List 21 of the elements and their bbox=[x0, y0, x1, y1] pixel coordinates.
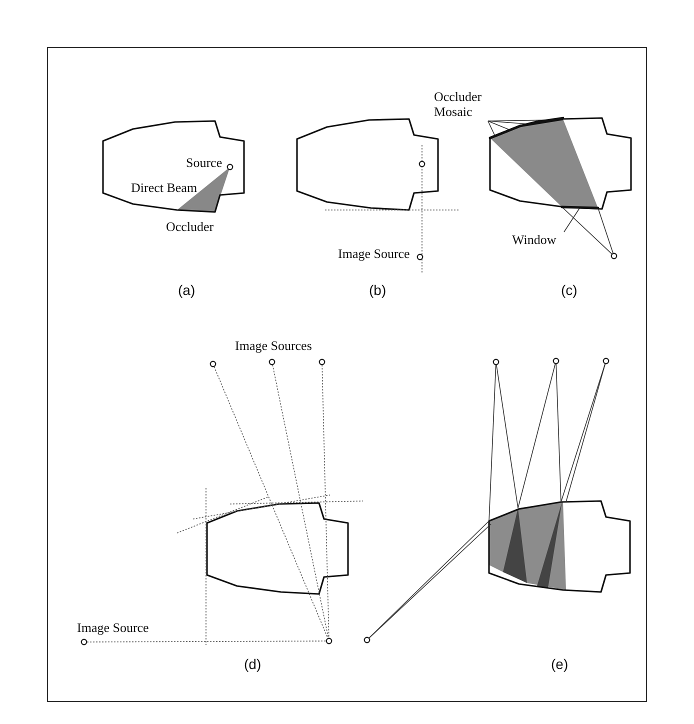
annotation-text: Image Source bbox=[77, 620, 149, 635]
wall-segment bbox=[498, 124, 522, 136]
leader-line bbox=[564, 207, 580, 232]
leader-line bbox=[488, 120, 510, 130]
panel-label: (a) bbox=[178, 282, 196, 298]
panel-label: (d) bbox=[244, 656, 262, 672]
callout-text: Occluder Mosaic bbox=[434, 89, 488, 119]
panel-label: (e) bbox=[551, 656, 568, 672]
callout-text: Window bbox=[512, 232, 564, 247]
wall-segment bbox=[518, 120, 538, 128]
wall-segment bbox=[488, 132, 502, 140]
annotation-text: Image Source bbox=[338, 246, 410, 261]
annotation-text: Direct Beam bbox=[131, 180, 198, 195]
panel-label: (c) bbox=[561, 282, 578, 298]
annotation-text: Image Sources bbox=[235, 338, 312, 353]
annotation-text: Occluder bbox=[166, 219, 214, 234]
wall-segment bbox=[534, 116, 564, 124]
leader-line bbox=[488, 120, 496, 136]
wall-segment bbox=[560, 206, 600, 210]
annotation-text: Source bbox=[186, 155, 222, 170]
panel-label: (b) bbox=[369, 282, 386, 298]
